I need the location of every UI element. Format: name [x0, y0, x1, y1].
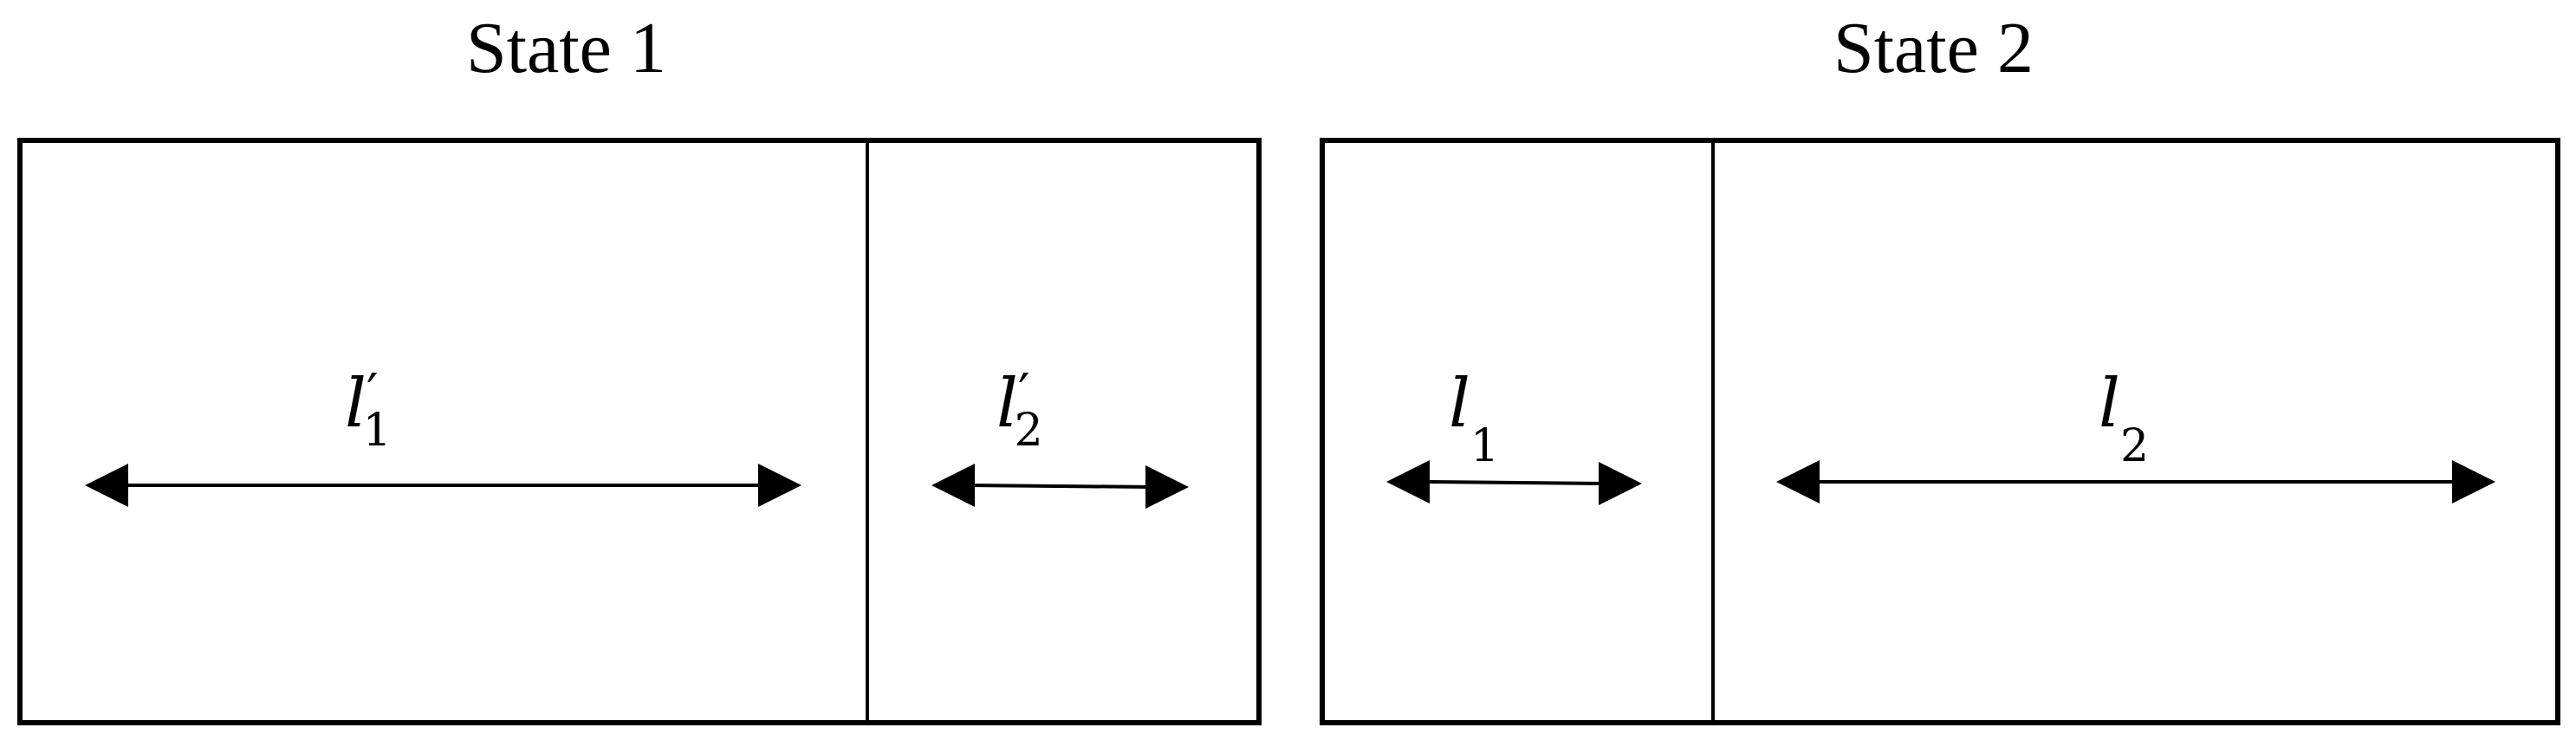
state-1-length-2-arrow: [931, 464, 1189, 509]
arrow-head-right: [758, 464, 801, 507]
state-1-length-2-label: l′2: [996, 363, 1043, 457]
state-2-length-2-arrow: [1776, 460, 2495, 503]
arrow-head-left: [85, 464, 128, 507]
state-1-length-1-arrow: [85, 464, 801, 507]
state-2-panel: l1 l2: [1320, 138, 2560, 725]
state-1-length-1-label: l′1: [345, 363, 392, 457]
arrow-head-right: [2452, 460, 2495, 503]
state-1-panel: l′1 l′2: [17, 138, 1262, 725]
state-1-title: State 1: [466, 8, 666, 88]
arrow-head-right: [1599, 462, 1642, 505]
arrow-head-right: [1145, 465, 1189, 509]
state-2-title: State 2: [1833, 8, 2034, 88]
arrow-head-left: [931, 464, 975, 507]
arrow-head-left: [1386, 460, 1430, 503]
state-2-box: [1320, 138, 2560, 725]
state-1-box: [17, 138, 1262, 725]
state-2-length-1-arrow: [1386, 460, 1642, 505]
arrow-head-left: [1776, 460, 1820, 503]
state-2-length-1-label: l1: [1449, 365, 1499, 472]
state-2-length-2-label: l2: [2099, 365, 2149, 472]
